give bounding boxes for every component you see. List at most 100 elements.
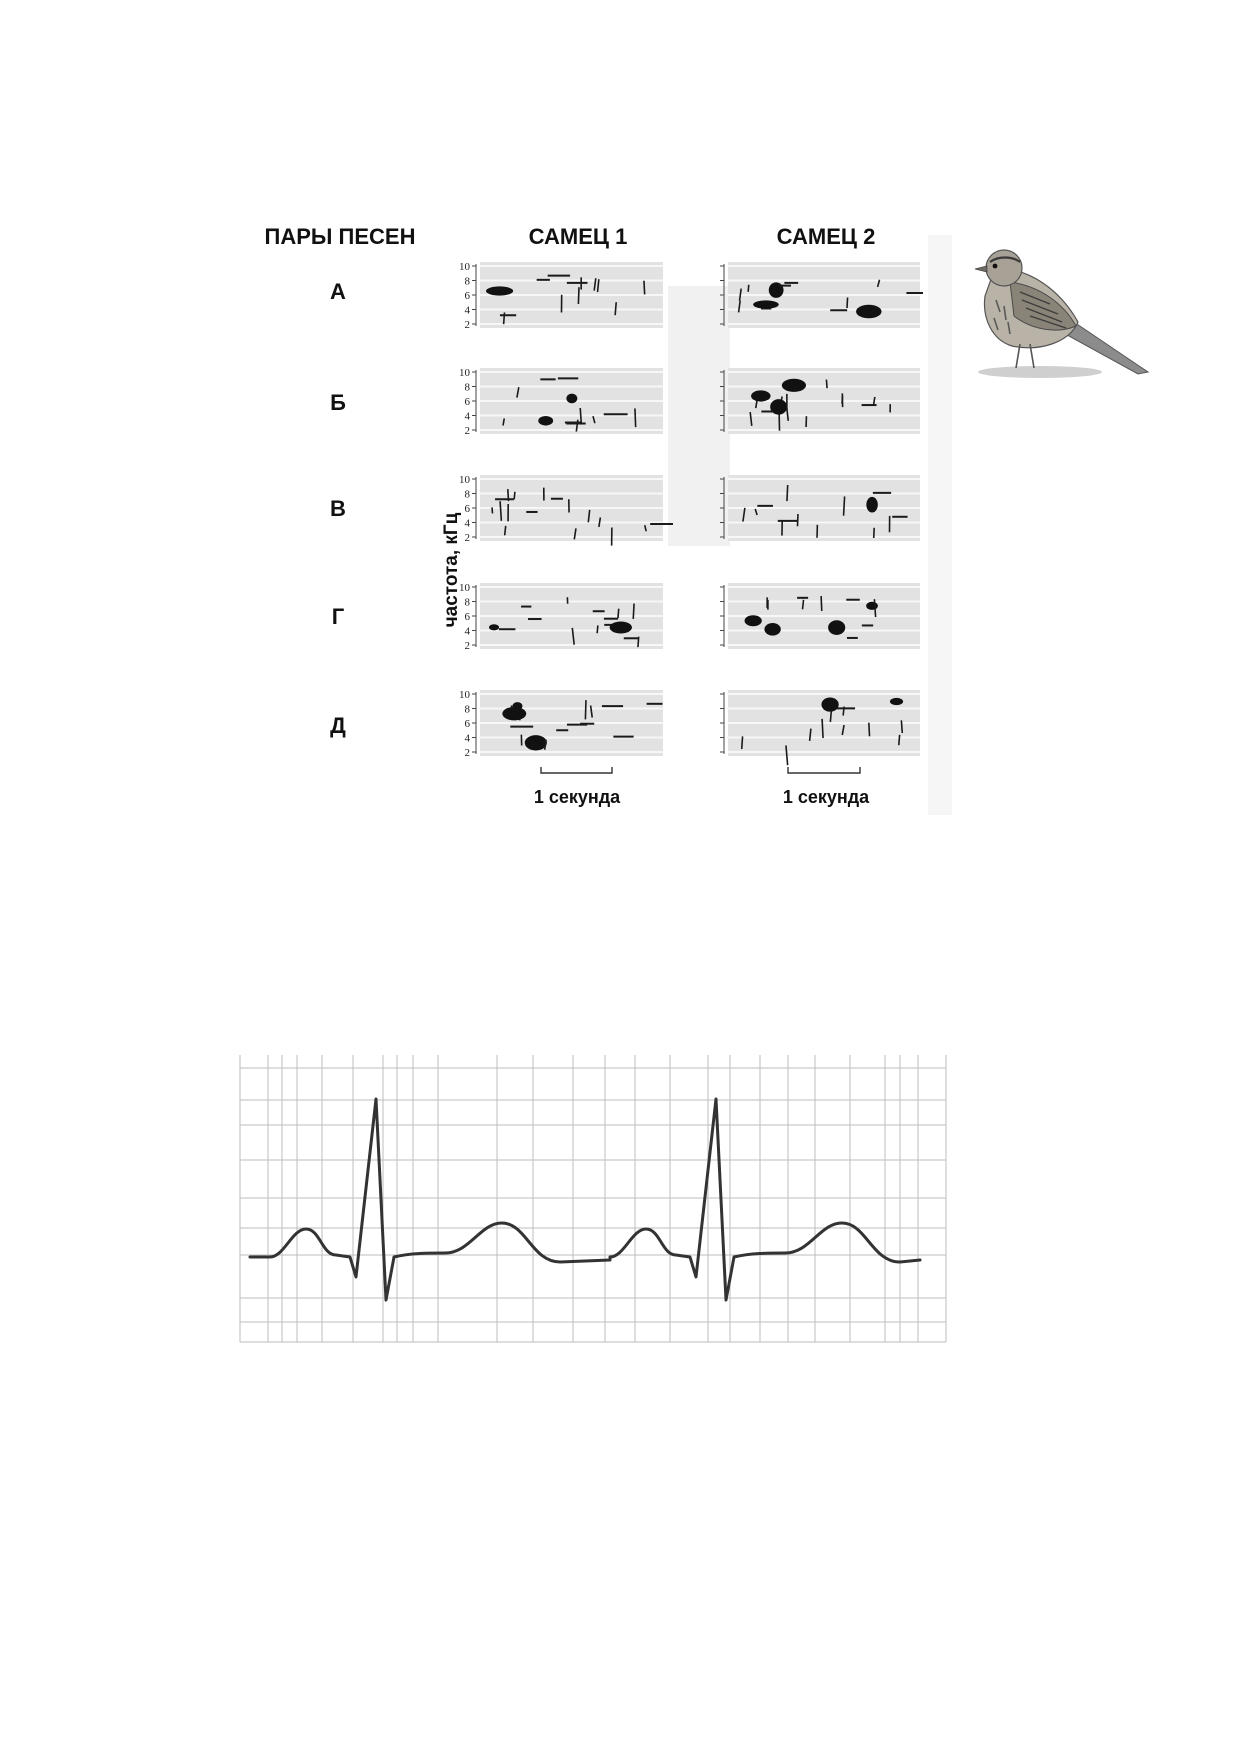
right-edge-shade (928, 235, 952, 815)
song-note (598, 517, 602, 528)
tick-label: 2 (465, 532, 471, 544)
song-note (842, 706, 845, 716)
tick-label: 10 (459, 367, 471, 379)
song-note (592, 415, 596, 424)
song-note (516, 387, 520, 398)
song-syllable (866, 496, 878, 513)
row-label: Д (330, 713, 346, 738)
wing-streaks (1019, 291, 1067, 329)
spectrogram-panel (720, 262, 923, 328)
tick-label: 6 (465, 396, 471, 408)
spectrogram-panel (720, 583, 920, 649)
song-syllable (751, 390, 771, 402)
time-scale-label: 1 секунда (783, 787, 870, 807)
song-syllable (770, 399, 788, 415)
header-male1: САМЕЦ 1 (529, 224, 628, 249)
tick-label: 4 (465, 626, 471, 638)
song-note (740, 736, 744, 750)
song-note (747, 284, 750, 292)
song-note (801, 599, 805, 610)
song-note (808, 728, 812, 741)
song-note (754, 508, 758, 516)
row-label: Б (330, 390, 346, 415)
song-note (587, 509, 591, 523)
song-note (643, 525, 647, 532)
song-note (897, 734, 901, 746)
song-note (841, 724, 845, 736)
ecg-grid (239, 1055, 947, 1343)
song-note (825, 379, 828, 389)
song-note (785, 404, 790, 421)
song-note (503, 525, 507, 536)
row-label: В (330, 496, 346, 521)
song-note (589, 705, 594, 718)
song-note (742, 507, 746, 522)
song-note (617, 608, 620, 619)
song-syllable (753, 300, 779, 309)
tick-label: 2 (465, 425, 471, 437)
center-gap-shade (668, 286, 730, 546)
ecg-figure (239, 1055, 947, 1343)
spectrogram-panel (720, 368, 920, 434)
song-note (593, 278, 597, 291)
ground-shadow (978, 366, 1102, 378)
tick-label: 8 (465, 382, 471, 394)
song-note (579, 407, 583, 425)
song-note (900, 720, 904, 734)
row-label: А (330, 279, 346, 304)
time-scale-label: 1 секунда (534, 787, 621, 807)
tick-label: 4 (465, 411, 471, 423)
tick-label: 10 (459, 261, 471, 273)
song-note (738, 288, 742, 301)
tick-label: 2 (465, 319, 471, 331)
spectrogram-panel: 10 8 6 4 2 (459, 367, 663, 437)
row-labels: А Б В Г Д (330, 279, 346, 738)
song-note (829, 710, 833, 723)
song-note (614, 302, 618, 316)
song-note (846, 297, 849, 309)
song-note (737, 300, 741, 313)
spectrogram-panel (720, 475, 920, 541)
scale-bar (540, 767, 613, 774)
song-note (820, 596, 823, 612)
song-note (502, 418, 506, 426)
song-syllable (821, 697, 839, 712)
song-note (634, 408, 637, 428)
song-syllable (566, 393, 578, 404)
song-syllable (609, 621, 632, 634)
song-note (499, 501, 503, 521)
row-label: Г (332, 604, 345, 629)
head-stripe (989, 256, 1021, 263)
tick-label: 10 (459, 689, 471, 701)
song-syllable (502, 706, 527, 721)
song-note (785, 745, 789, 766)
song-note (577, 287, 580, 305)
song-note (643, 280, 646, 295)
song-note (502, 312, 506, 325)
song-note (632, 603, 635, 620)
header-male2: САМЕЦ 2 (777, 224, 876, 249)
song-note (543, 739, 547, 750)
song-syllable (538, 415, 554, 426)
song-syllable (889, 697, 904, 706)
song-note (868, 722, 871, 737)
bird-eye (992, 263, 998, 269)
tick-label: 6 (465, 290, 471, 302)
tick-label: 6 (465, 718, 471, 730)
song-syllable (764, 622, 781, 636)
song-syllable (828, 620, 846, 635)
tick-label: 6 (465, 503, 471, 515)
header-pairs: ПАРЫ ПЕСЕН (265, 224, 416, 249)
song-note (842, 496, 846, 516)
tick-label: 4 (465, 518, 471, 530)
song-note (873, 599, 877, 618)
song-note (584, 700, 587, 720)
tick-label: 6 (465, 611, 471, 623)
tick-label: 2 (465, 640, 471, 652)
song-syllable (744, 615, 762, 627)
